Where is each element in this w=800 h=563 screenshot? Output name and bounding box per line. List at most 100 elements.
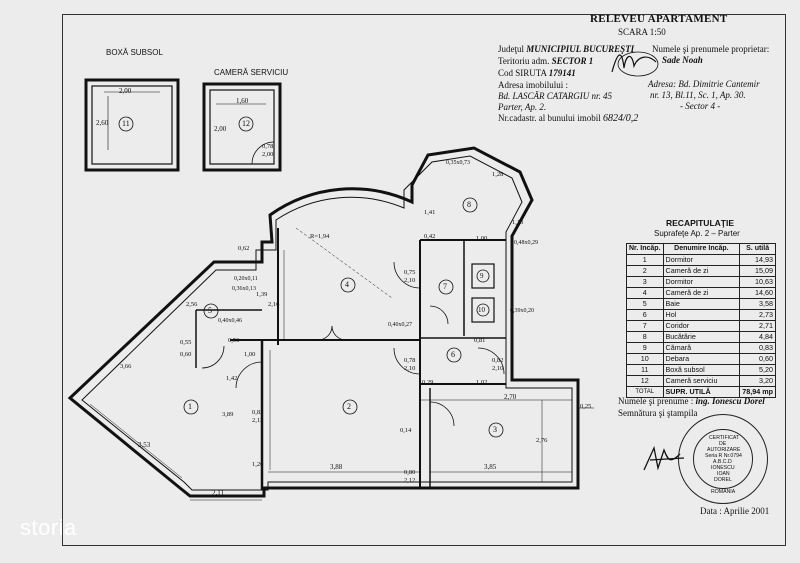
dim-142: 1,42 [226,375,238,382]
recap-cell-name: Hol [662,309,741,321]
adresa-nr: nr. 45 [591,91,613,101]
recap-cell-nr: 8 [626,331,664,343]
recap-cell-area: 5,20 [739,364,776,376]
document-date: Data : Aprilie 2001 [700,506,770,516]
dim-139: 1,39 [256,291,268,298]
dim-082-b: 0,82 [492,357,504,364]
dim-353: 3,53 [138,441,151,449]
judet-label: Judeţul [498,44,524,54]
recap-cell-name: Cameră serviciu [662,375,741,387]
judet-row: Judeţul MUNICIPIUL BUCUREŞTI [498,44,634,54]
stamp-line-7: IOAN [717,471,730,477]
recap-cell-nr: 3 [626,276,664,288]
stamp-line-2: DE [719,441,727,447]
storia-watermark: storia [20,515,77,540]
recap-cell-area: 3,20 [739,375,776,387]
room-number-5: 5 [208,306,212,315]
recap-total-row: TOTAL SUPR. UTILĂ 78,94 mp [626,386,776,398]
room-number-7: 7 [443,282,447,291]
dim-276: 2,76 [536,437,548,444]
camera-serviciu-label: CAMERĂ SERVICIU [214,68,289,77]
dim-boxa-height: 2,60 [96,119,109,127]
parter-ap: Parter, Ap. 2. [498,102,547,112]
recap-total-name: SUPR. UTILĂ [662,386,741,398]
dim-270: 2,70 [504,393,517,401]
recap-cell-area: 2,71 [739,320,776,332]
dim-120: 1,20 [252,461,264,468]
nrcadastr-label: Nr.cadastr. al bunului imobil [498,113,601,123]
recap-cell-area: 0,83 [739,342,776,354]
dim-388: 3,88 [330,463,343,471]
stamp-line-1: CERTIFICAT [709,435,740,441]
dim-cam-door-a: 0,78 [262,143,274,150]
document-scale: SCARA 1:50 [618,27,666,37]
room-number-6: 6 [451,350,455,359]
engineer-stamp: CERTIFICAT DE AUTORIZARE Seria R Nr.0794… [678,414,768,504]
dim-211: 2,11 [212,489,224,497]
recap-cell-area: 14,60 [739,287,776,299]
recap-header-area: S. utilă [739,243,776,255]
owner-adresa: Adresa: Bd. Dimitrie Cantemir [648,79,760,89]
nrcadastr-value: 6824/0,2 [603,113,639,124]
dim-113: 1,13 [512,219,524,226]
dim-366: 3,66 [120,363,132,370]
dim-075: 0,75 [404,269,416,276]
recap-cell-nr: 9 [626,342,664,354]
room-number-12: 12 [242,119,250,128]
recap-header-row: Nr. Incăp. Denumire Incăp. S. utilă [626,243,776,255]
dim-212-a: 2,12 [252,417,264,424]
dim-210-c: 2,10 [404,277,416,284]
dim-boxa-width: 2,00 [119,87,132,95]
recap-cell-nr: 10 [626,353,664,365]
recap-cell-area: 10,63 [739,276,776,288]
recap-cell-nr: 7 [626,320,664,332]
dim-128: 1,28 [492,171,504,178]
teritoriu-label: Teritoriu adm. [498,56,550,66]
dim-042: 0,42 [424,233,436,240]
recap-cell-area: 14,93 [739,254,776,266]
recap-cell-name: Coridor [662,320,741,332]
dim-025: 0,25 [580,403,592,410]
room-number-3: 3 [493,425,497,434]
engineer-stamp-inner [693,429,753,489]
recap-cell-name: Boxă subsol [662,364,741,376]
dim-036-013: 0,36x0,13 [232,286,256,292]
recap-cell-name: Cameră de zi [662,265,741,277]
dim-062: 0,62 [238,245,250,252]
stamp-line-6: IONESCU [711,465,735,471]
dim-212-b: 2,12 [404,477,416,484]
dim-020-011: 0,20x0,11 [234,276,258,282]
room-number-8: 8 [467,200,471,209]
dim-cam-width: 1,60 [236,97,249,105]
recap-cell-nr: 1 [626,254,664,266]
owner-label: Numele şi prenumele proprietar: [652,44,770,54]
dim-216: 2,16 [268,301,280,308]
siruta-row: Cod SIRUTA 179141 [498,68,576,78]
recap-cell-nr: 5 [626,298,664,310]
dim-radius: R=1,94 [310,233,330,240]
dim-cam-height: 2,00 [214,125,227,133]
owner-adresa2: nr. 13, Bl.11, Sc. 1, Ap. 30. [650,90,746,100]
dim-102: 1,02 [476,379,488,386]
dim-082-a: 0,82 [252,409,264,416]
stamp-line-8: DOREL [714,477,732,483]
dim-385: 3,85 [484,463,497,471]
recap-cell-name: Cămară [662,342,741,354]
document-frame [62,14,786,546]
header-signature [611,51,659,77]
recap-cell-area: 4,84 [739,331,776,343]
engineer-label: Numele şi prenume : [618,396,694,406]
recap-cell-area: 15,09 [739,265,776,277]
teritoriu-row: Teritoriu adm. SECTOR 1 [498,56,593,66]
document-title: RELEVEU APARTAMENT [590,13,728,25]
room-number-9: 9 [480,272,484,280]
dim-081: 0,81 [474,337,486,344]
stamp-line-9: ROMÂNIA [711,489,736,495]
